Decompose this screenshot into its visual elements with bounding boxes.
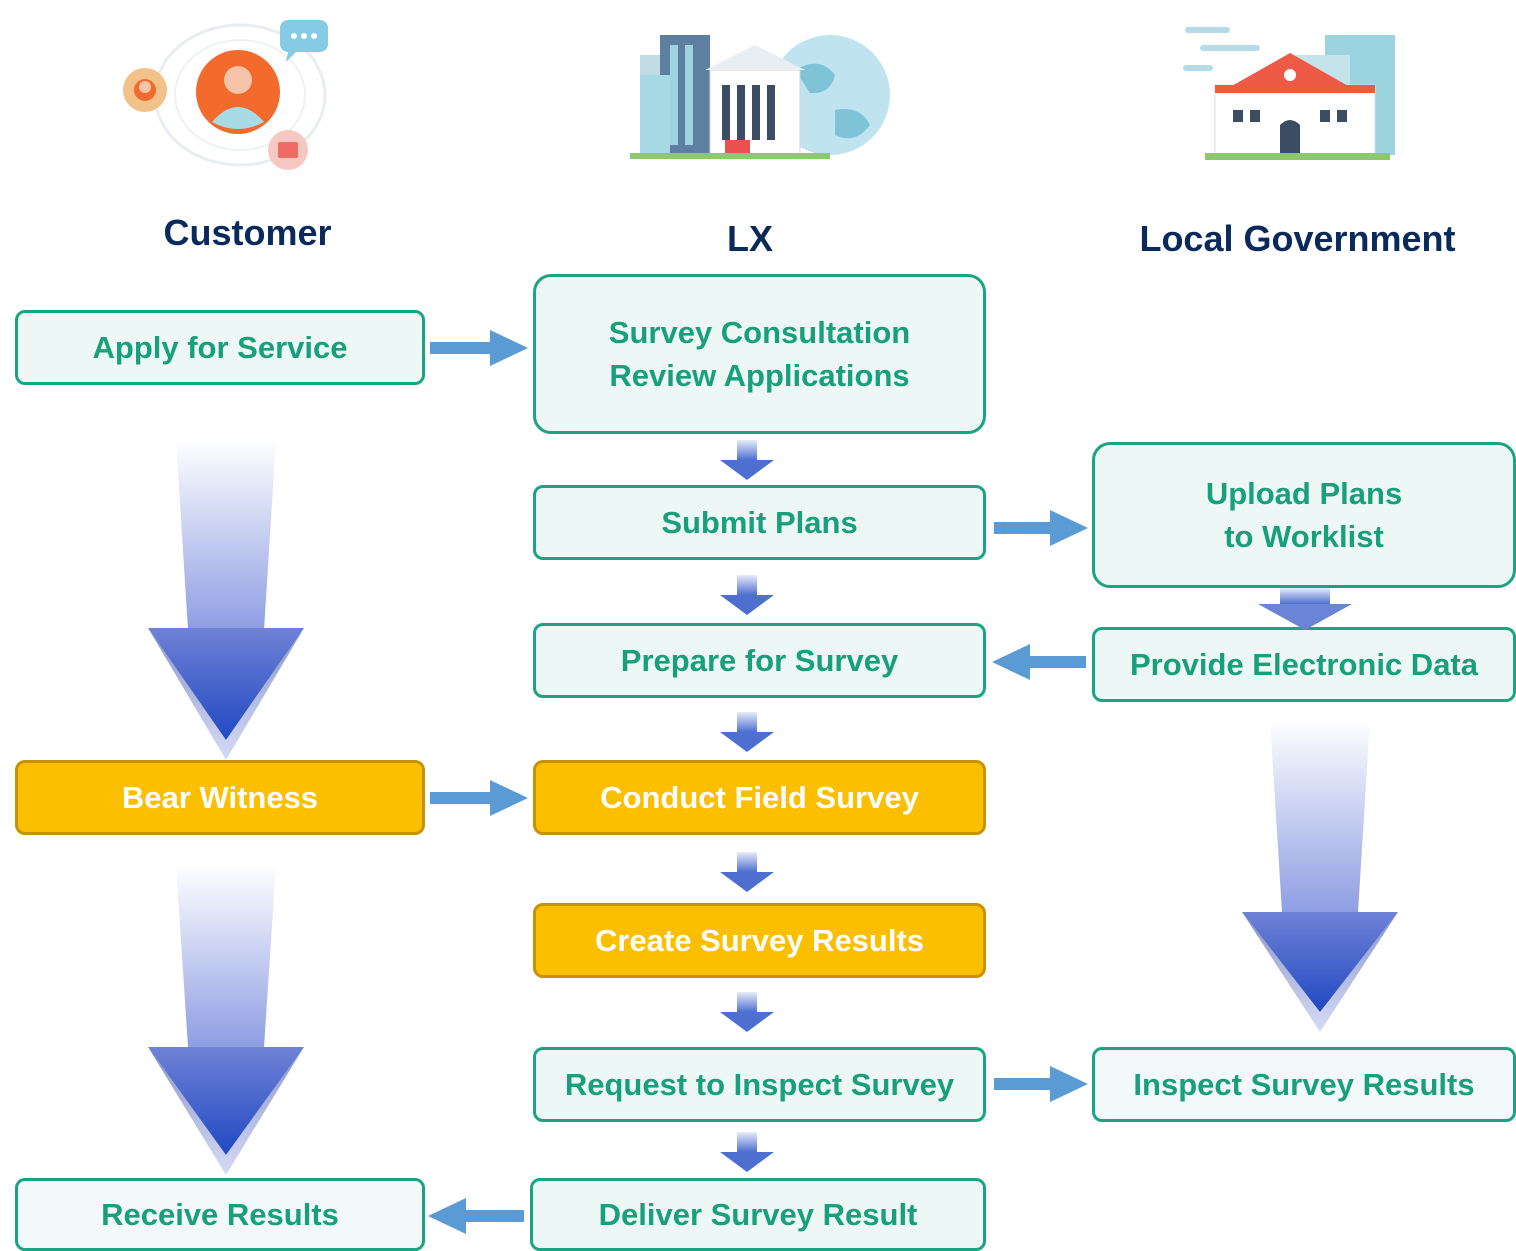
- arrow-down-small-4: [720, 852, 774, 892]
- arrow-left-deliver-to-receive: [428, 1198, 524, 1234]
- receive-results-label: Receive Results: [101, 1196, 339, 1232]
- arrow-down-big-customer-2: [148, 865, 304, 1175]
- review-applications-label: Review Applications: [609, 358, 910, 393]
- create-survey-results-step: Create Survey Results: [533, 903, 986, 978]
- inspect-survey-results-step: Inspect Survey Results: [1092, 1047, 1516, 1122]
- bear-witness-step: Bear Witness: [15, 760, 425, 835]
- arrow-down-small-6: [720, 1132, 774, 1172]
- local-government-building-icon: [1175, 15, 1415, 165]
- arrow-down-small-1: [720, 440, 774, 480]
- conduct-field-survey-label: Conduct Field Survey: [600, 779, 919, 815]
- submit-plans-label: Submit Plans: [661, 504, 858, 540]
- submit-plans-step: Submit Plans: [533, 485, 986, 560]
- prepare-for-survey-step: Prepare for Survey: [533, 623, 986, 698]
- upload-plans-label: Upload Plans: [1205, 475, 1403, 511]
- apply-for-service-step: Apply for Service: [15, 310, 425, 385]
- survey-consultation-label: Survey Consultation: [608, 314, 911, 350]
- provide-electronic-data-step: Provide Electronic Data: [1092, 627, 1516, 702]
- survey-consultation-step: Survey Consultation Review Applications: [533, 274, 986, 434]
- lane-title-local-government: Local Government: [1139, 218, 1456, 259]
- receive-results-step: Receive Results: [15, 1178, 425, 1251]
- request-to-inspect-survey-step: Request to Inspect Survey: [533, 1047, 986, 1122]
- arrow-down-big-customer-1: [148, 440, 304, 760]
- arrow-down-upload-to-data: [1258, 588, 1352, 630]
- upload-plans-step: Upload Plans to Worklist: [1092, 442, 1516, 588]
- deliver-survey-result-label: Deliver Survey Result: [598, 1196, 918, 1232]
- customer-network-icon: [100, 10, 340, 180]
- arrow-down-small-3: [720, 712, 774, 752]
- inspect-survey-results-label: Inspect Survey Results: [1133, 1066, 1475, 1102]
- arrow-down-small-5: [720, 992, 774, 1032]
- prepare-for-survey-label: Prepare for Survey: [620, 642, 899, 678]
- conduct-field-survey-step: Conduct Field Survey: [533, 760, 986, 835]
- lane-title-lx: LX: [726, 218, 773, 259]
- arrow-down-small-2: [720, 575, 774, 615]
- arrow-right-submit-to-upload: [994, 510, 1088, 546]
- request-to-inspect-survey-label: Request to Inspect Survey: [564, 1066, 955, 1102]
- lane-title-customer: Customer: [163, 212, 332, 253]
- arrow-right-witness-to-field: [430, 780, 528, 816]
- arrow-left-data-to-prepare: [992, 644, 1086, 680]
- to-worklist-label: to Worklist: [1224, 519, 1384, 554]
- arrow-right-request-to-inspect: [994, 1066, 1088, 1102]
- lx-buildings-icon: [630, 15, 890, 165]
- deliver-survey-result-step: Deliver Survey Result: [530, 1178, 986, 1251]
- create-survey-results-label: Create Survey Results: [594, 922, 925, 958]
- apply-for-service-label: Apply for Service: [92, 329, 348, 365]
- arrow-right-apply-to-consultation: [430, 330, 528, 366]
- arrow-down-big-government: [1242, 720, 1398, 1032]
- bear-witness-label: Bear Witness: [121, 779, 319, 815]
- provide-electronic-data-label: Provide Electronic Data: [1129, 646, 1478, 682]
